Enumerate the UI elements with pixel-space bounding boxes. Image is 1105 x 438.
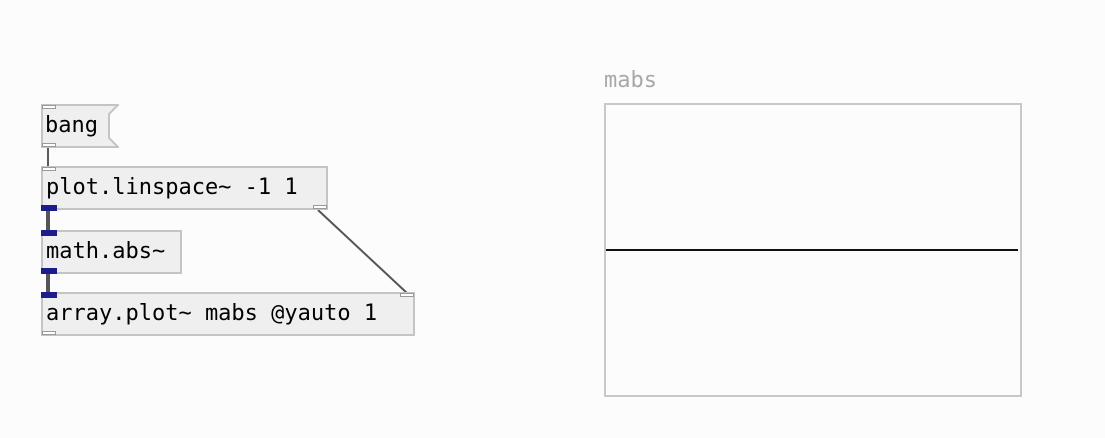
array-plot-right-inlet[interactable] [400, 293, 414, 297]
array-name-label: mabs [604, 68, 657, 93]
bang-message-box[interactable]: bang [41, 104, 119, 148]
linspace-signal-outlet[interactable] [41, 205, 57, 211]
array-plot-object[interactable]: array.plot~ mabs @yauto 1 [41, 292, 415, 336]
linspace-object[interactable]: plot.linspace~ -1 1 [41, 166, 328, 210]
array-plot-signal-inlet[interactable] [41, 292, 57, 298]
array-plot-outlet[interactable] [42, 331, 56, 335]
array-graph[interactable] [604, 103, 1022, 397]
linspace-object-label: plot.linspace~ -1 1 [46, 175, 298, 200]
linspace-right-outlet[interactable] [313, 205, 327, 209]
linspace-inlet[interactable] [42, 167, 56, 171]
message-box-shape [41, 104, 119, 148]
abs-object[interactable]: math.abs~ [41, 230, 182, 274]
bang-inlet[interactable] [42, 105, 56, 109]
array-plot-object-label: array.plot~ mabs @yauto 1 [46, 301, 378, 326]
abs-signal-inlet[interactable] [41, 230, 57, 236]
bang-message-label: bang [45, 113, 98, 138]
bang-outlet[interactable] [42, 143, 56, 147]
abs-object-label: math.abs~ [46, 239, 166, 264]
abs-signal-outlet[interactable] [41, 268, 57, 274]
cord-linspace-to-plot-right[interactable] [317, 209, 409, 295]
array-plot-canvas [606, 249, 1018, 251]
